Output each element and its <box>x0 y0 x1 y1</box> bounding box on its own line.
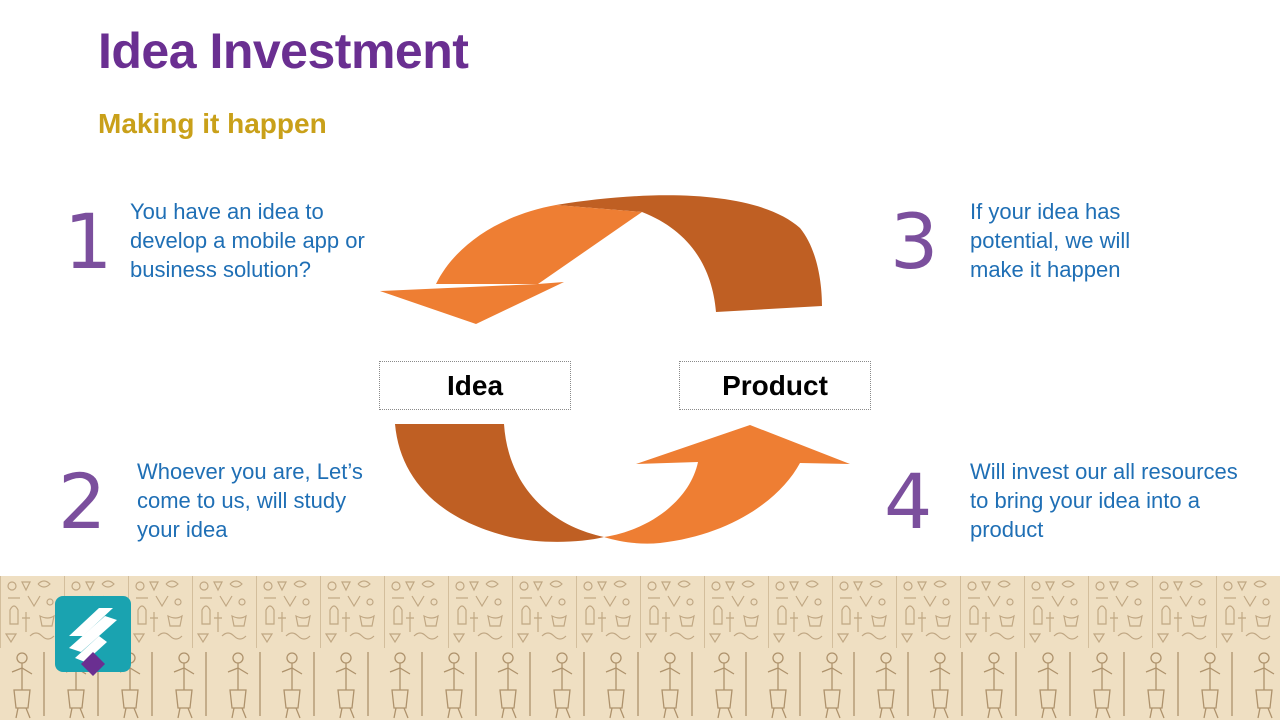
idea-label-box: Idea <box>379 361 571 410</box>
top-arrow-light-segment <box>380 205 642 324</box>
company-logo-icon <box>55 596 131 676</box>
step-4-number: 4 <box>884 457 933 546</box>
cycle-diagram <box>380 195 850 544</box>
page-title: Idea Investment <box>98 23 469 79</box>
step-3-text: If your idea has potential, we will make… <box>970 199 1131 282</box>
top-arrow-dark-segment <box>556 195 822 312</box>
decorative-footer <box>0 576 1280 720</box>
step-3-number: 3 <box>890 197 939 286</box>
step-4-text: Will invest our all resources to bring y… <box>970 459 1238 542</box>
step-2-text: Whoever you are, Let’s come to us, will … <box>137 459 363 542</box>
step-1-number: 1 <box>64 197 113 286</box>
product-label-box: Product <box>679 361 871 410</box>
step-2-number: 2 <box>58 457 107 546</box>
step-1-text: You have an idea to develop a mobile app… <box>130 199 365 282</box>
bottom-arrow-dark-segment <box>395 424 604 542</box>
hieroglyph-pattern <box>0 576 1280 720</box>
bottom-arrow-light-segment <box>604 425 850 544</box>
page-subtitle: Making it happen <box>98 108 327 139</box>
